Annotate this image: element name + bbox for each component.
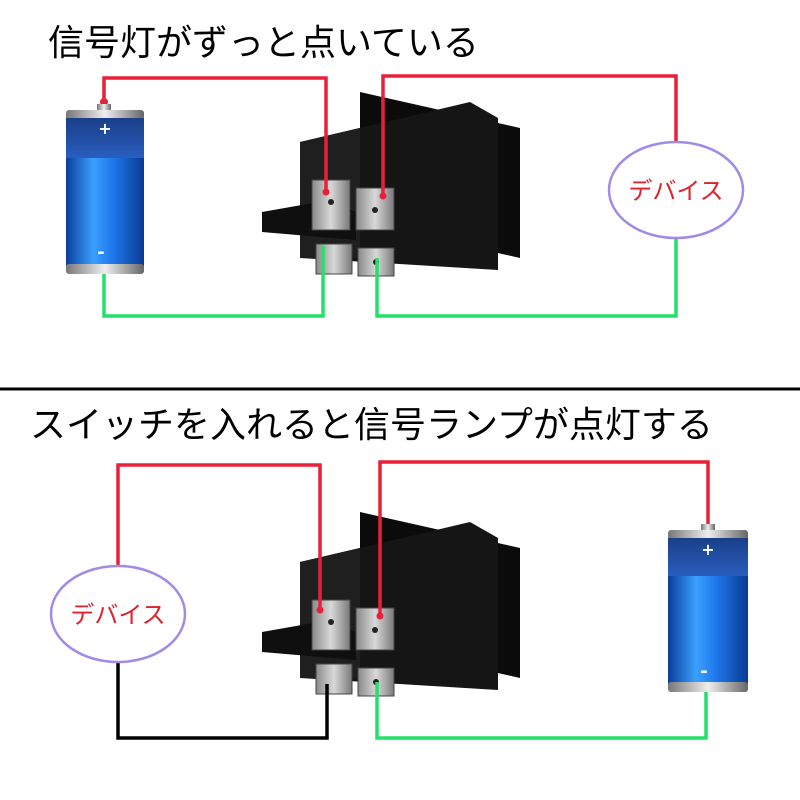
device-label: デバイス: [70, 601, 165, 629]
battery-plus-label: +: [98, 119, 111, 138]
top-red-wire-battery: [102, 76, 328, 192]
bottom-black-wire: [116, 660, 329, 740]
device-top: デバイス: [607, 140, 745, 240]
bottom-green-wire: [375, 682, 708, 740]
battery-minus-label: -: [700, 661, 707, 682]
bottom-red-wire-battery: [378, 460, 710, 616]
battery-top: + -: [66, 104, 144, 274]
top-green-wire-battery: [102, 246, 325, 318]
top-caption: 信号灯がずっと点いている: [48, 23, 479, 64]
battery-minus-label: -: [97, 242, 104, 263]
device-label: デバイス: [628, 177, 723, 205]
battery-plus-label: +: [701, 540, 714, 559]
top-red-wire-device: [381, 74, 678, 196]
rocker-switch-top: [261, 91, 521, 277]
device-bottom: デバイス: [49, 564, 187, 664]
bottom-caption: スイッチを入れると信号ランプが点灯する: [30, 405, 713, 446]
top-panel: + - デバイス: [66, 74, 745, 318]
top-green-wire-device: [375, 238, 678, 318]
battery-bottom: + -: [668, 524, 748, 692]
bottom-red-wire-device: [116, 463, 322, 610]
bottom-panel: + - デバイス: [49, 460, 748, 740]
rocker-switch-bottom: [261, 511, 521, 697]
